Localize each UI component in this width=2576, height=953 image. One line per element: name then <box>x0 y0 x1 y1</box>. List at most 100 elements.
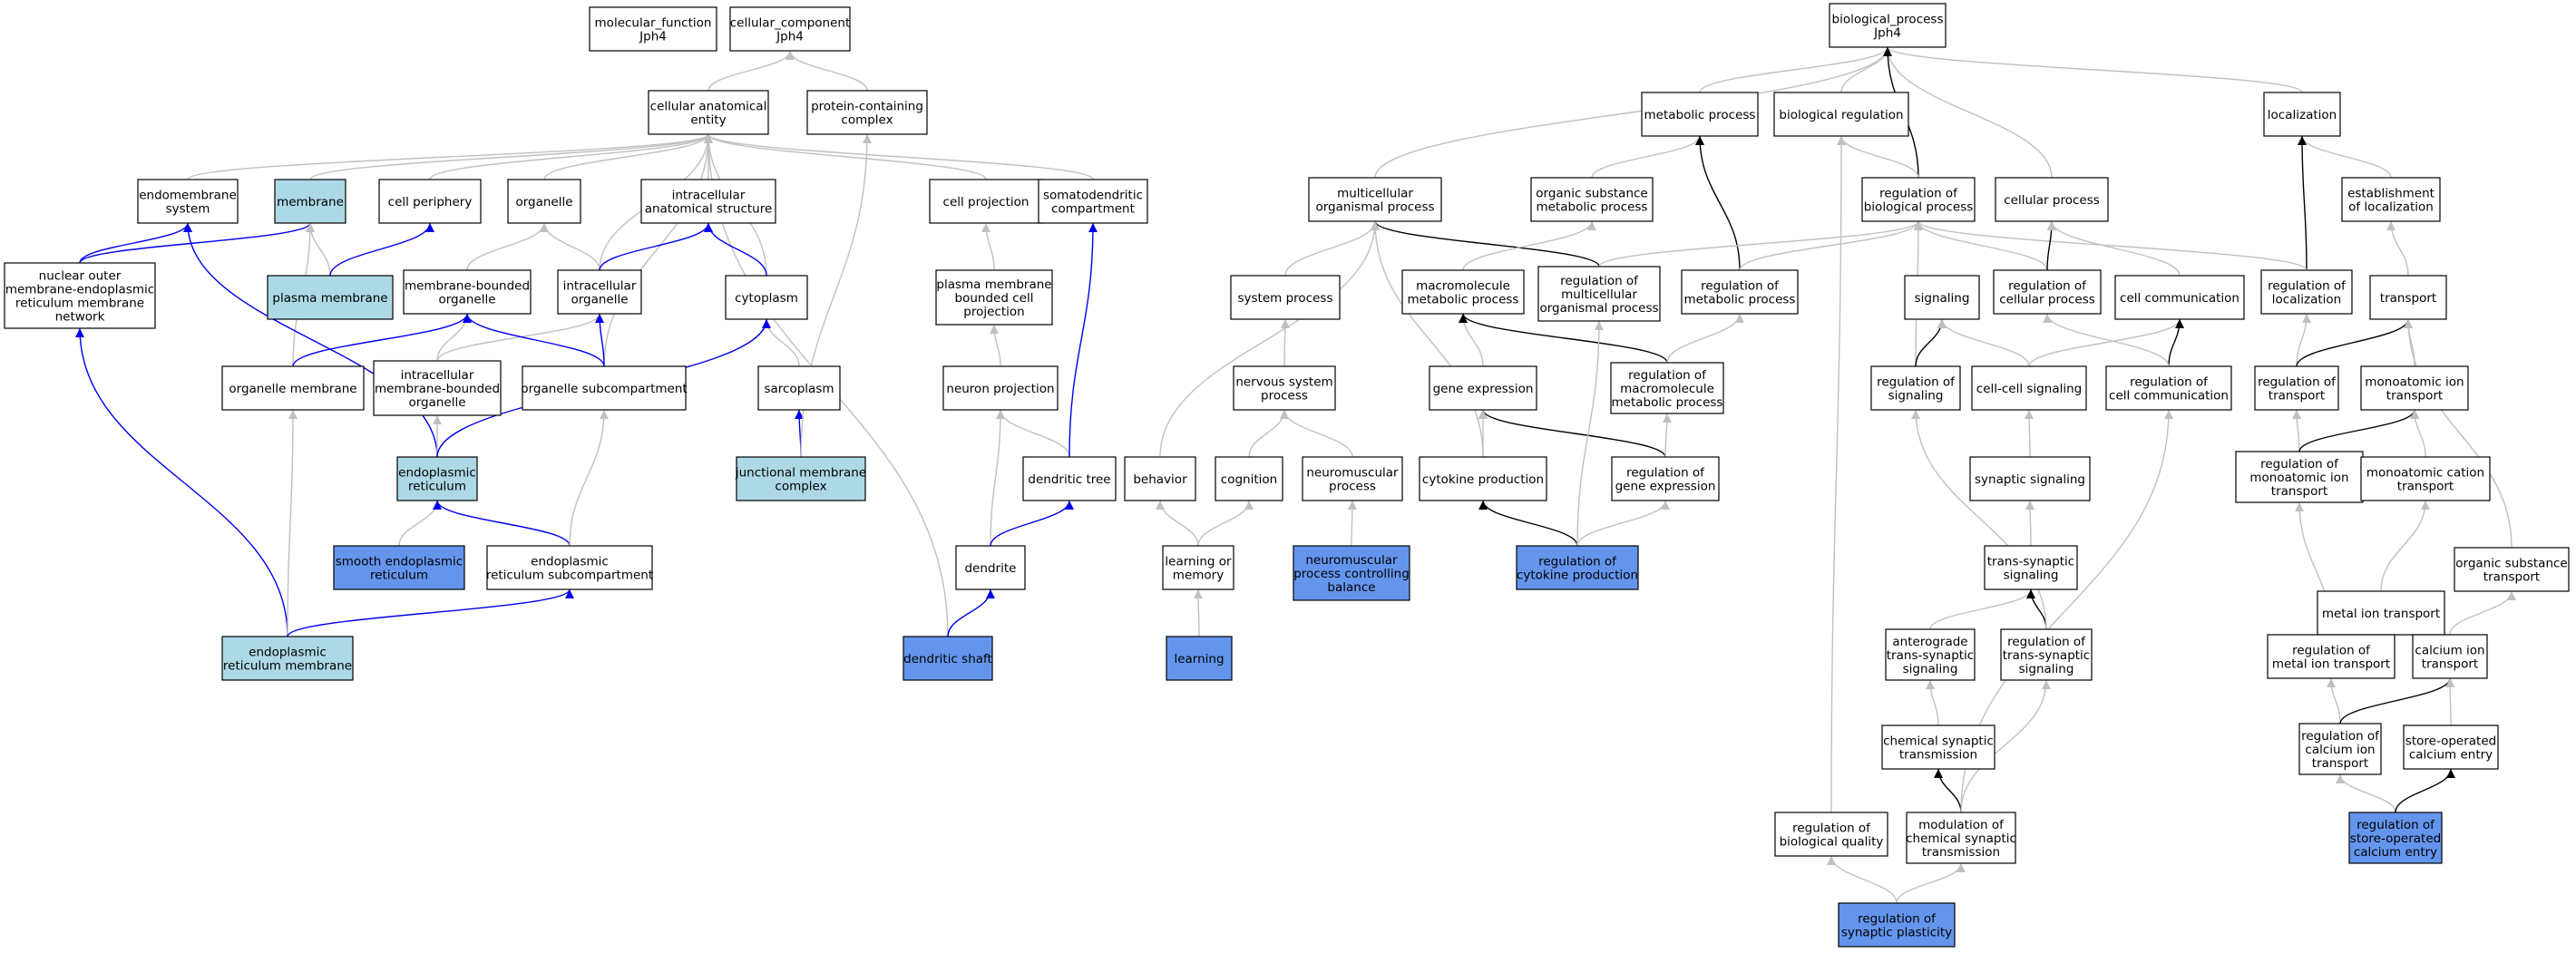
node-label: Jph4 <box>776 30 804 44</box>
go-node-cellular-process[interactable]: cellular process <box>1995 177 2109 222</box>
node-box <box>2235 451 2364 503</box>
node-label: regulation of <box>2301 729 2380 744</box>
go-node-biological-regulation[interactable]: biological regulation <box>1773 92 1909 137</box>
go-node-transport[interactable]: transport <box>2369 275 2447 320</box>
go-node-learning[interactable]: learning <box>1166 636 1233 681</box>
edge-synaptic-signaling-to-cell-cell-signaling <box>2025 409 2034 458</box>
go-node-cognition[interactable]: cognition <box>1215 456 1283 501</box>
go-node-signaling[interactable]: signaling <box>1904 275 1980 320</box>
edge-chemical-synaptic-transmission-to-anterograde-trans-synaptic-signaling <box>1926 679 1939 726</box>
go-node-cell-periphery[interactable]: cell periphery <box>378 179 482 224</box>
go-node-neuron-projection[interactable]: neuron projection <box>942 365 1059 411</box>
go-node-gene-expression[interactable]: gene expression <box>1429 365 1537 411</box>
go-node-dendritic-shaft[interactable]: dendritic shaft <box>903 636 993 681</box>
go-node-cytoplasm[interactable]: cytoplasm <box>725 275 808 320</box>
node-box <box>274 179 346 224</box>
go-node-dendrite[interactable]: dendrite <box>955 545 1026 590</box>
node-box <box>1641 92 1759 137</box>
edge-organelle-subcompartment-to-membrane-bounded-organelle <box>463 313 605 367</box>
node-box <box>1838 902 1956 948</box>
go-node-synaptic-signaling[interactable]: synaptic signaling <box>1969 456 2091 501</box>
go-node-cell-projection[interactable]: cell projection <box>929 179 1043 224</box>
go-node-dendritic-tree[interactable]: dendritic tree <box>1022 456 1117 501</box>
edge-regulation-of-signaling-to-signaling <box>1915 318 1947 367</box>
go-node-metabolic-process[interactable]: metabolic process <box>1641 92 1759 137</box>
edge-regulation-of-gene-expression-to-regulation-of-macromolecule-metabolic-process <box>1662 413 1672 458</box>
node-label: regulation of <box>2007 635 2086 649</box>
go-node-behavior[interactable]: behavior <box>1124 456 1196 501</box>
edge-organic-substance-transport-to-transport <box>2404 318 2513 549</box>
go-node-organelle-subcompartment[interactable]: organelle subcompartment <box>521 365 688 411</box>
go-node-metal-ion-transport[interactable]: metal ion transport <box>2317 590 2445 636</box>
go-node-cytokine-production[interactable]: cytokine production <box>1419 456 1547 501</box>
go-node-system-process[interactable]: system process <box>1230 275 1341 320</box>
node-label: organelle <box>438 293 495 307</box>
node-label: intracellular <box>672 189 746 203</box>
go-node-membrane[interactable]: membrane <box>274 179 346 224</box>
node-box <box>1124 456 1196 501</box>
go-node-cell-cell-signaling[interactable]: cell-cell signaling <box>1971 365 2087 411</box>
node-label: metabolic process <box>1644 108 1756 122</box>
go-node-nuclear-outer-membrane[interactable]: nuclear outermembrane-endoplasmicreticul… <box>4 262 156 329</box>
go-node-sarcoplasm[interactable]: sarcoplasm <box>757 365 841 411</box>
go-node-localization[interactable]: localization <box>2263 92 2341 137</box>
go-node-plasma-membrane[interactable]: plasma membrane <box>267 275 394 320</box>
go-node-organelle-membrane[interactable]: organelle membrane <box>221 365 365 411</box>
node-label: sarcoplasm <box>764 382 834 396</box>
go-node-cell-communication[interactable]: cell communication <box>2114 275 2245 320</box>
go-node-organelle[interactable]: organelle <box>507 179 581 224</box>
